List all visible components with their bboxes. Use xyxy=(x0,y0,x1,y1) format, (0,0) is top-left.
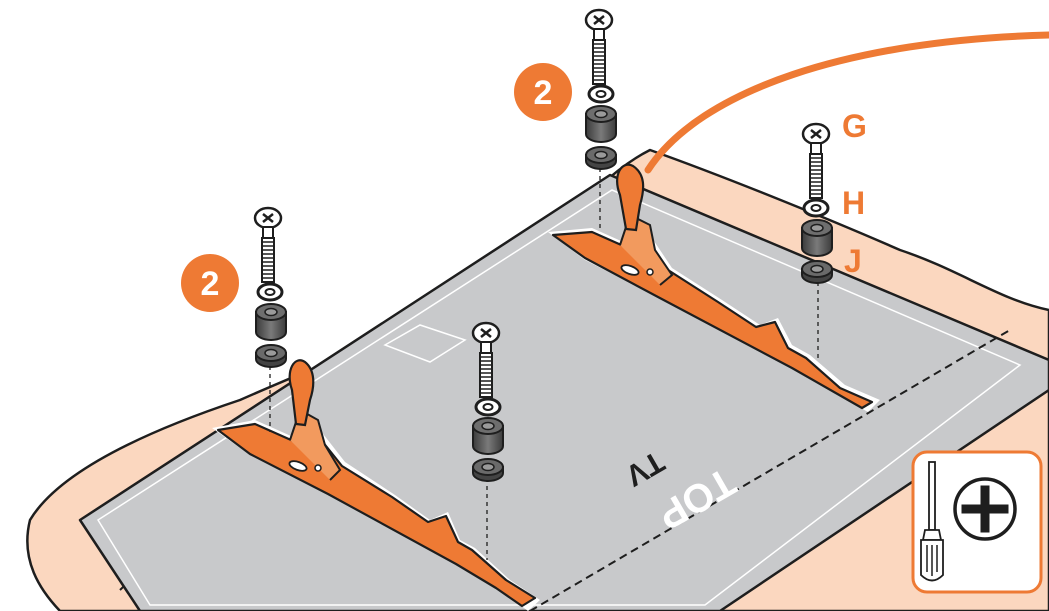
washer-middle xyxy=(476,399,500,415)
flat-spacer-middle xyxy=(473,459,503,481)
callout-arc xyxy=(648,35,1049,170)
step-marker-left-number: 2 xyxy=(201,265,220,303)
screw-left xyxy=(255,208,281,282)
flat-spacer-left xyxy=(256,345,286,367)
part-label-g: G xyxy=(842,108,867,144)
part-label-h: H xyxy=(842,185,865,221)
screw-top xyxy=(586,10,612,84)
phillips-plus-icon xyxy=(955,479,1015,539)
hardware-stack-left xyxy=(255,208,286,367)
step-marker-left: 2 xyxy=(181,254,239,312)
washer-right xyxy=(804,200,828,216)
tool-box xyxy=(913,452,1041,592)
step-marker-top-number: 2 xyxy=(534,74,553,112)
spacer-middle xyxy=(473,418,503,454)
part-label-j: J xyxy=(844,243,862,279)
washer-left xyxy=(258,284,282,300)
spacer-right xyxy=(802,220,832,256)
hardware-stack-top xyxy=(586,10,616,169)
step-marker-top: 2 xyxy=(514,63,572,121)
flat-spacer-top xyxy=(586,147,616,169)
screw-right xyxy=(803,124,829,198)
washer-top xyxy=(589,86,613,102)
spacer-top xyxy=(586,106,616,142)
flat-spacer-right xyxy=(802,261,832,283)
spacer-left xyxy=(256,304,286,340)
